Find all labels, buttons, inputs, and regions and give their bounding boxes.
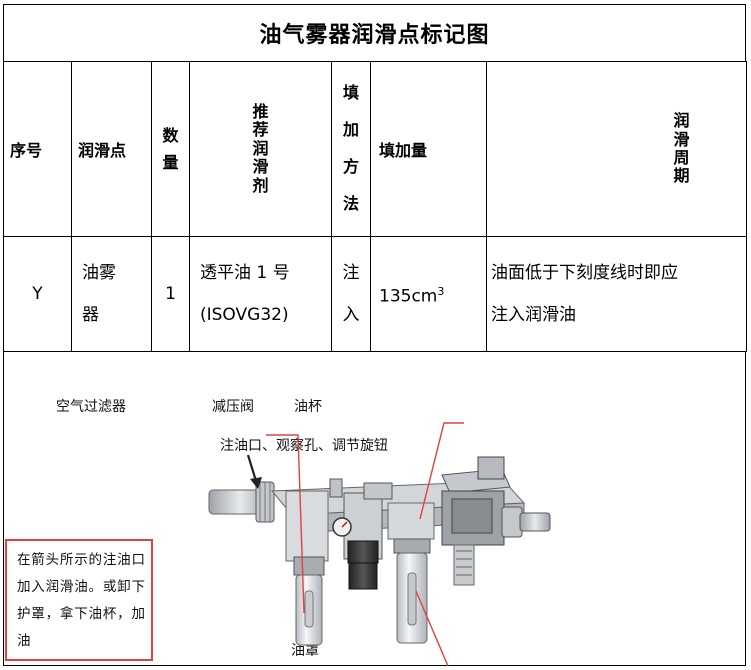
header-qty-char: 数 xyxy=(162,125,179,145)
amount-value: 135cm xyxy=(379,286,438,307)
cell-lubricant-line: (ISOVG32) xyxy=(200,305,289,325)
cell-method-line: 注 xyxy=(342,263,360,283)
outlet-fitting xyxy=(501,506,551,538)
header-qty-char: 量 xyxy=(162,153,179,172)
cell-lubricant: 透平油 1 号 (ISOVG32) xyxy=(189,236,332,352)
air-filter-unit xyxy=(285,490,329,646)
document-title: 油气雾器润滑点标记图 xyxy=(3,4,746,62)
lubrication-document: 油气雾器润滑点标记图 序号 润滑点 数 量 推 荐 润 滑 剂 xyxy=(3,4,747,666)
header-cycle-char: 周 xyxy=(673,148,690,167)
cell-amount: 135cm3 xyxy=(370,236,487,352)
leader-oil-cover xyxy=(415,590,449,666)
header-method-char: 方 xyxy=(342,157,359,176)
data-row: Y 油雾 器 1 透平油 1 号 (ISOVG32) 注 入 135cm3 油面… xyxy=(3,236,747,352)
cell-point: 油雾 器 xyxy=(71,236,152,352)
solenoid-valve xyxy=(441,456,511,586)
instruction-note: 在箭头所示的注油口加入润滑油。或卸下护罩，拿下油杯，加油 xyxy=(5,539,153,661)
label-air-filter: 空气过滤器 xyxy=(56,399,126,415)
header-method-char: 法 xyxy=(342,193,359,213)
oil-mist-unit xyxy=(387,502,435,644)
header-cycle-char: 润 xyxy=(673,111,690,131)
header-point: 润滑点 xyxy=(71,61,152,237)
lubrication-table: 序号 润滑点 数 量 推 荐 润 滑 剂 填 加 xyxy=(3,61,747,352)
header-method-char: 加 xyxy=(342,120,359,140)
header-qty: 数 量 xyxy=(151,61,190,237)
header-lubricant-char: 滑 xyxy=(252,157,269,177)
arrow-icon xyxy=(246,454,262,489)
header-method-char: 填 xyxy=(342,83,359,103)
header-cycle-char: 滑 xyxy=(673,129,690,149)
cell-seq: Y xyxy=(3,236,72,352)
header-cycle-char: 期 xyxy=(673,166,690,186)
header-row: 序号 润滑点 数 量 推 荐 润 滑 剂 填 加 xyxy=(3,61,747,237)
cell-qty: 1 xyxy=(151,236,190,352)
header-lubricant-char: 润 xyxy=(252,138,269,158)
cell-point-line: 器 xyxy=(82,305,99,325)
cell-cycle-line: 注入润滑油 xyxy=(491,305,576,325)
inlet-pipe xyxy=(208,481,275,523)
header-lubricant: 推 荐 润 滑 剂 xyxy=(189,61,332,237)
cell-point-line: 油雾 xyxy=(82,263,116,283)
header-cycle: 润 滑 周 期 xyxy=(486,61,747,237)
lubricator-drawing xyxy=(208,422,551,666)
leader-lines xyxy=(266,422,464,666)
cell-cycle-line: 油面低于下刻度线时即应 xyxy=(491,263,678,283)
cell-method: 注 入 xyxy=(331,236,371,352)
header-amount: 填加量 xyxy=(370,61,487,237)
amount-superscript: 3 xyxy=(437,284,445,298)
cell-cycle: 油面低于下刻度线时即应 注入润滑油 xyxy=(486,236,747,352)
cell-method-line: 入 xyxy=(342,305,360,325)
leader-oil-port xyxy=(266,434,305,614)
label-oil-cup: 油杯 xyxy=(294,399,322,415)
label-oil-port: 注油口、观察孔、调节旋钮 xyxy=(220,438,388,454)
header-method: 填 加 方 法 xyxy=(331,61,371,237)
reducing-valve-unit xyxy=(329,478,393,590)
label-reducing-valve: 减压阀 xyxy=(212,399,254,415)
header-seq: 序号 xyxy=(3,61,72,237)
lubricator-figure: 空气过滤器 减压阀 油杯 注油口、观察孔、调节旋钮 油罩 xyxy=(3,351,746,666)
label-oil-cover: 油罩 xyxy=(291,643,319,659)
cell-lubricant-line: 透平油 1 号 xyxy=(200,263,290,283)
leader-oil-cup xyxy=(419,422,464,520)
header-lubricant-char: 剂 xyxy=(252,175,269,195)
header-lubricant-char: 荐 xyxy=(252,120,269,140)
header-lubricant-char: 推 xyxy=(252,102,269,122)
